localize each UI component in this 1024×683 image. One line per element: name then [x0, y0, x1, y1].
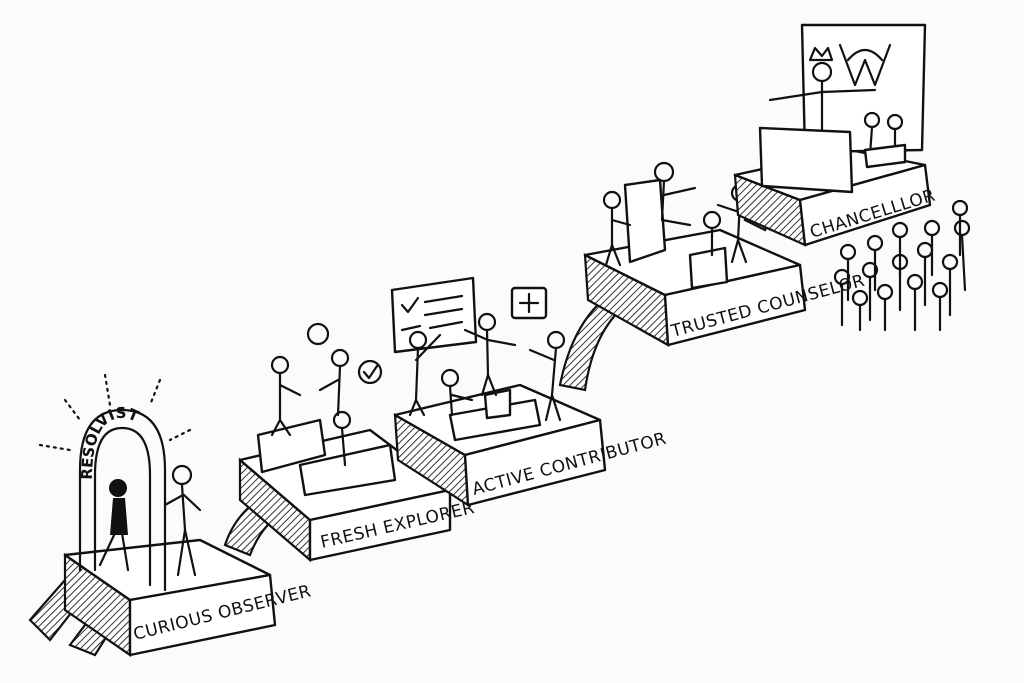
platform-trusted-counselor: TRUSTED COUNSELOR — [583, 161, 867, 347]
emblem-banner — [800, 23, 927, 154]
armchair — [623, 178, 667, 264]
podium — [758, 126, 854, 194]
crowd — [833, 199, 971, 332]
arch-label: RESOLVIST — [78, 404, 142, 480]
platform-chancellor: CHANCELLLOR — [733, 23, 938, 247]
platform-active-contributor: ACTIVE CONTRIBUTOR — [390, 276, 669, 508]
svg-text:RESOLVIST: RESOLVIST — [78, 404, 142, 480]
